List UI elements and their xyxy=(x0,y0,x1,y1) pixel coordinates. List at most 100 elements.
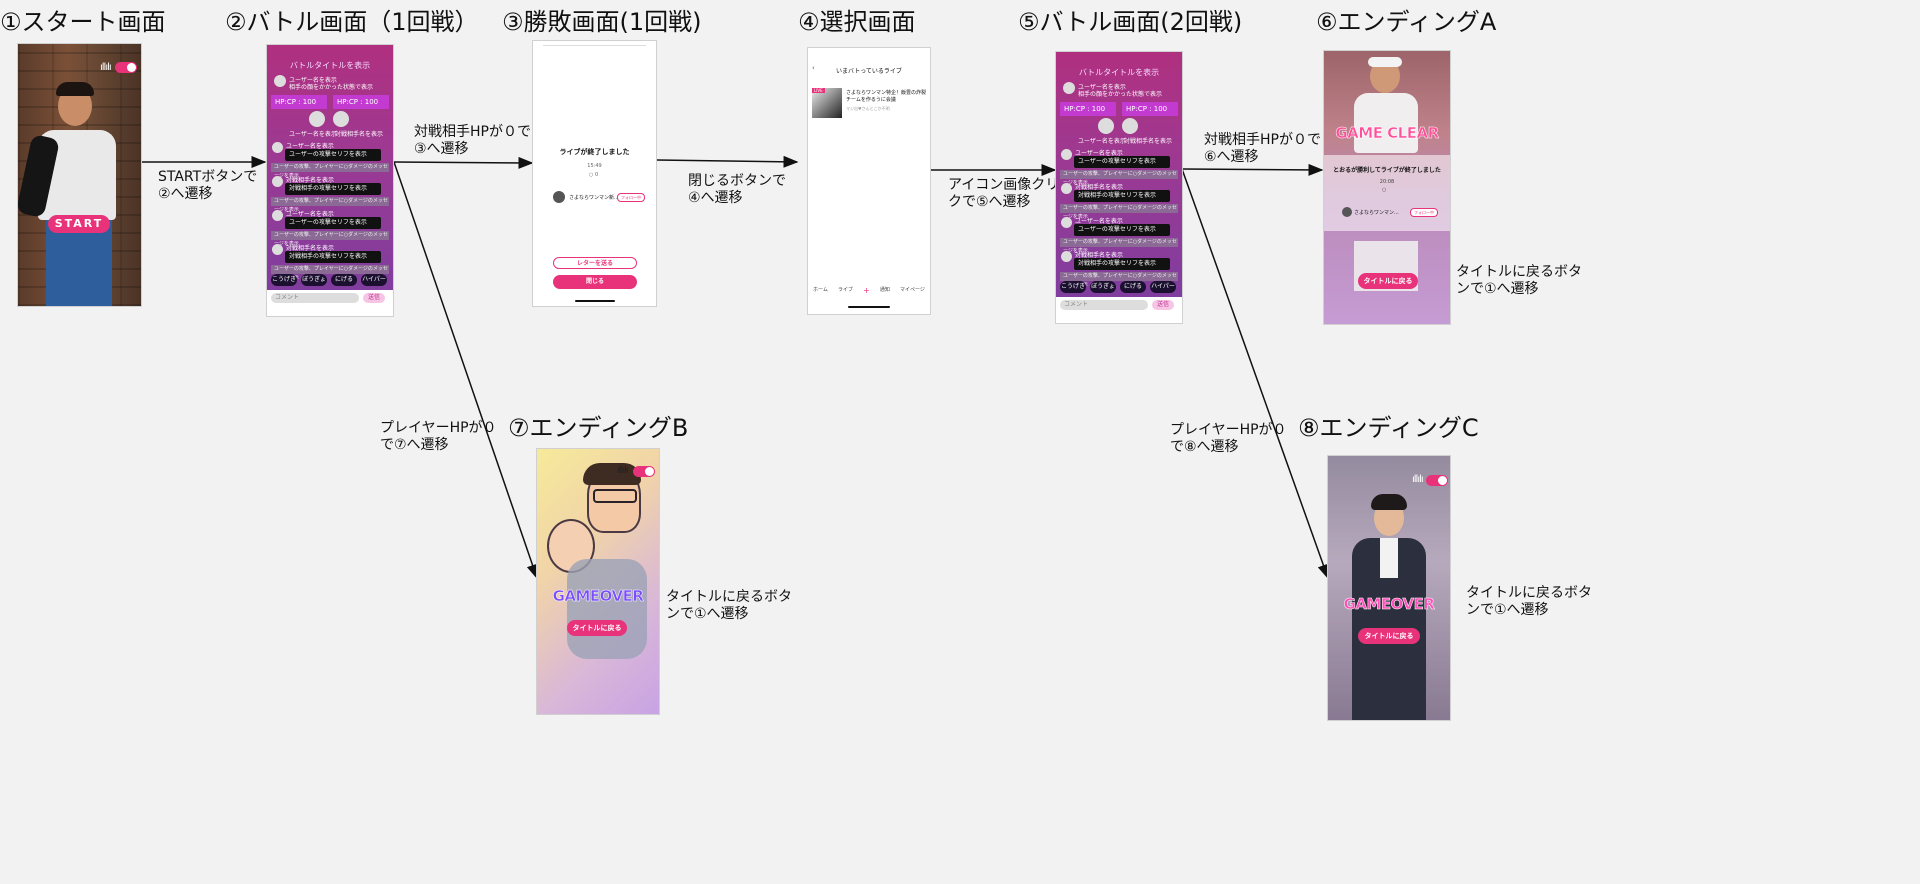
note-battle2-to-ending-a: 対戦相手HPが０で ⑥へ遷移 xyxy=(1204,132,1321,165)
game-over-text: GAMEOVER xyxy=(552,587,644,606)
sound-toggle[interactable] xyxy=(115,62,137,73)
user-attack-msg: ユーザーの攻撃セリフを表示 xyxy=(1074,224,1170,236)
tab-add[interactable]: + xyxy=(863,286,870,295)
tab-home[interactable]: ホーム xyxy=(813,287,828,293)
sound-wave-icon: ıllılı xyxy=(1412,474,1424,485)
sound-toggle[interactable] xyxy=(633,466,655,477)
game-clear-text: GAME CLEAR xyxy=(1335,124,1439,143)
start-button[interactable]: START xyxy=(48,215,110,233)
attack-command[interactable]: こうげき xyxy=(271,274,297,286)
tab-notify[interactable]: 通知 xyxy=(879,287,890,293)
attack-command[interactable]: こうげき xyxy=(1060,281,1086,293)
damage-msg: ユーザーの攻撃、プレイヤーに○ダメージのメッセージを表示 xyxy=(1060,170,1178,186)
send-button[interactable]: 送信 xyxy=(1152,300,1174,310)
comment-icon: ○ xyxy=(589,172,594,178)
send-button[interactable]: 送信 xyxy=(363,293,385,303)
label-user: ユーザー名を表示 xyxy=(289,131,337,138)
user-name-line: ユーザー名を表示 xyxy=(289,77,337,84)
bottom-tab-bar: ホーム ライブ + 通知 マイページ xyxy=(808,286,930,295)
person-body xyxy=(1354,93,1418,153)
battle-screen-2: バトルタイトルを表示 ユーザー名を表示 相手の顔をかかった状態で表示 HP:CP… xyxy=(1056,52,1182,323)
note-battle-to-ending-b: プレイヤーHPが０ で⑦へ遷移 xyxy=(380,420,497,453)
note-ending-a-back: タイトルに戻るボタ ンで①へ遷移 xyxy=(1456,264,1582,297)
note-start-to-battle: STARTボタンで ②へ遷移 xyxy=(158,169,258,202)
back-to-title-button[interactable]: タイトルに戻る xyxy=(1358,628,1420,644)
arrow-3-to-4 xyxy=(656,155,799,168)
select-screen: ‹ いまバトっているライブ LIVE さよならワンマン特企！飯豊の炸裂チームを作… xyxy=(808,48,930,314)
send-letter-button[interactable]: レターを送る xyxy=(553,257,637,269)
comment-input[interactable]: コメント xyxy=(1060,300,1148,310)
person-hair xyxy=(56,82,94,96)
follow-badge[interactable]: フォロー中 xyxy=(617,193,645,202)
row-user-name: ユーザー名を表示 xyxy=(286,143,334,150)
comment-input[interactable]: コメント xyxy=(271,293,359,303)
title-ending-a: ⑥エンディングA xyxy=(1316,8,1497,36)
hyper-command[interactable]: ハイパー xyxy=(1150,281,1176,293)
opponent-avatar xyxy=(1122,118,1138,134)
defend-command[interactable]: ぼうぎょ xyxy=(1090,281,1116,293)
live-time: 15:49 xyxy=(587,163,602,169)
hyper-command[interactable]: ハイパー xyxy=(361,274,387,286)
escape-command[interactable]: にげる xyxy=(331,274,357,286)
title-battle-1: ②バトル画面（1回戦） xyxy=(225,8,479,36)
close-button[interactable]: 閉じる xyxy=(553,275,637,289)
live-sub: マジ出♥さんとこか不明 xyxy=(846,106,890,111)
battle-title: バトルタイトルを表示 xyxy=(289,61,371,70)
damage-msg: ユーザーの攻撃、プレイヤーに○ダメージのメッセージを表示 xyxy=(1060,238,1178,254)
escape-command[interactable]: にげる xyxy=(1120,281,1146,293)
battle-screen-1: バトルタイトルを表示 ユーザー名を表示 相手の顔をかかった状態で表示 HP:CP… xyxy=(267,45,393,316)
title-battle-2: ⑤バトル画面(2回戦) xyxy=(1018,8,1243,36)
sound-wave-icon: ıllılı xyxy=(617,465,629,476)
anime-body xyxy=(567,559,647,659)
arrow-5-to-8 xyxy=(1181,168,1330,580)
result-screen-1: ライブが終了しました 15:49 ○ 0 さよならワンマン新... フォロー中 … xyxy=(533,41,656,306)
opponent-avatar xyxy=(333,111,349,127)
row-avatar xyxy=(1061,183,1072,194)
follow-badge[interactable]: フォロー中 xyxy=(1410,208,1438,217)
person-headband xyxy=(1368,57,1402,67)
title-select: ④選択画面 xyxy=(798,8,916,36)
anime-glasses xyxy=(593,489,637,503)
comment-icon: ○ xyxy=(1382,187,1387,193)
person-hair xyxy=(1371,494,1407,510)
row-avatar xyxy=(272,176,283,187)
damage-msg: ユーザーの攻撃、プレイヤーに○ダメージのメッセージを表示 xyxy=(271,265,389,281)
user-name-line: ユーザー名を表示 xyxy=(1078,84,1126,91)
back-chevron-icon[interactable]: ‹ xyxy=(812,64,815,72)
hp-right: HP:CP : 100 xyxy=(333,95,389,109)
note-ending-c-back: タイトルに戻るボタ ンで①へ遷移 xyxy=(1466,585,1592,618)
hp-left: HP:CP : 100 xyxy=(1060,102,1116,116)
damage-msg: ユーザーの攻撃、プレイヤーに○ダメージのメッセージを表示 xyxy=(1060,272,1178,288)
title-result-1: ③勝敗画面(1回戦) xyxy=(502,8,702,36)
arrow-5-to-6 xyxy=(1181,163,1324,176)
note-battle-to-result: 対戦相手HPが０で ③へ遷移 xyxy=(414,124,531,157)
defend-command[interactable]: ぼうぎょ xyxy=(301,274,327,286)
arrow-2-to-3 xyxy=(392,156,534,169)
title-start-screen: ①スタート画面 xyxy=(0,8,166,36)
person-jeans xyxy=(46,220,112,306)
user-avatar xyxy=(553,191,565,203)
damage-msg: ユーザーの攻撃、プレイヤーに○ダメージのメッセージを表示 xyxy=(271,163,389,179)
row-opponent-name: 対戦相手名を表示 xyxy=(286,177,335,184)
live-title[interactable]: さよならワンマン特企！飯豊の炸裂チームを作るうに会議 xyxy=(846,90,927,103)
user-avatar xyxy=(274,75,286,87)
tab-mypage[interactable]: マイページ xyxy=(900,287,925,293)
user-attack-msg: ユーザーの攻撃セリフを表示 xyxy=(1074,156,1170,168)
back-to-title-button[interactable]: タイトルに戻る xyxy=(567,620,627,636)
person-shirt xyxy=(1380,538,1398,578)
user-attack-msg: ユーザーの攻撃セリフを表示 xyxy=(285,149,381,161)
live-ended-text: ライブが終了しました xyxy=(559,148,630,156)
back-to-title-button[interactable]: タイトルに戻る xyxy=(1358,273,1418,289)
sound-toggle[interactable] xyxy=(1426,475,1448,486)
row-user-name: ユーザー名を表示 xyxy=(1075,150,1123,157)
label-opponent: 対戦相手名を表示 xyxy=(1124,138,1173,145)
user-sub-line: 相手の顔をかかった状態で表示 xyxy=(1078,91,1163,98)
live-thumbnail[interactable] xyxy=(812,88,842,118)
tab-live[interactable]: ライブ xyxy=(838,287,854,293)
row-avatar xyxy=(1061,251,1072,262)
row-opponent-name: 対戦相手名を表示 xyxy=(1075,184,1124,191)
live-badge: LIVE xyxy=(812,88,825,93)
label-opponent: 対戦相手名を表示 xyxy=(335,131,384,138)
damage-msg: ユーザーの攻撃、プレイヤーに○ダメージのメッセージを表示 xyxy=(1060,204,1178,220)
row-user-name: ユーザー名を表示 xyxy=(286,211,334,218)
